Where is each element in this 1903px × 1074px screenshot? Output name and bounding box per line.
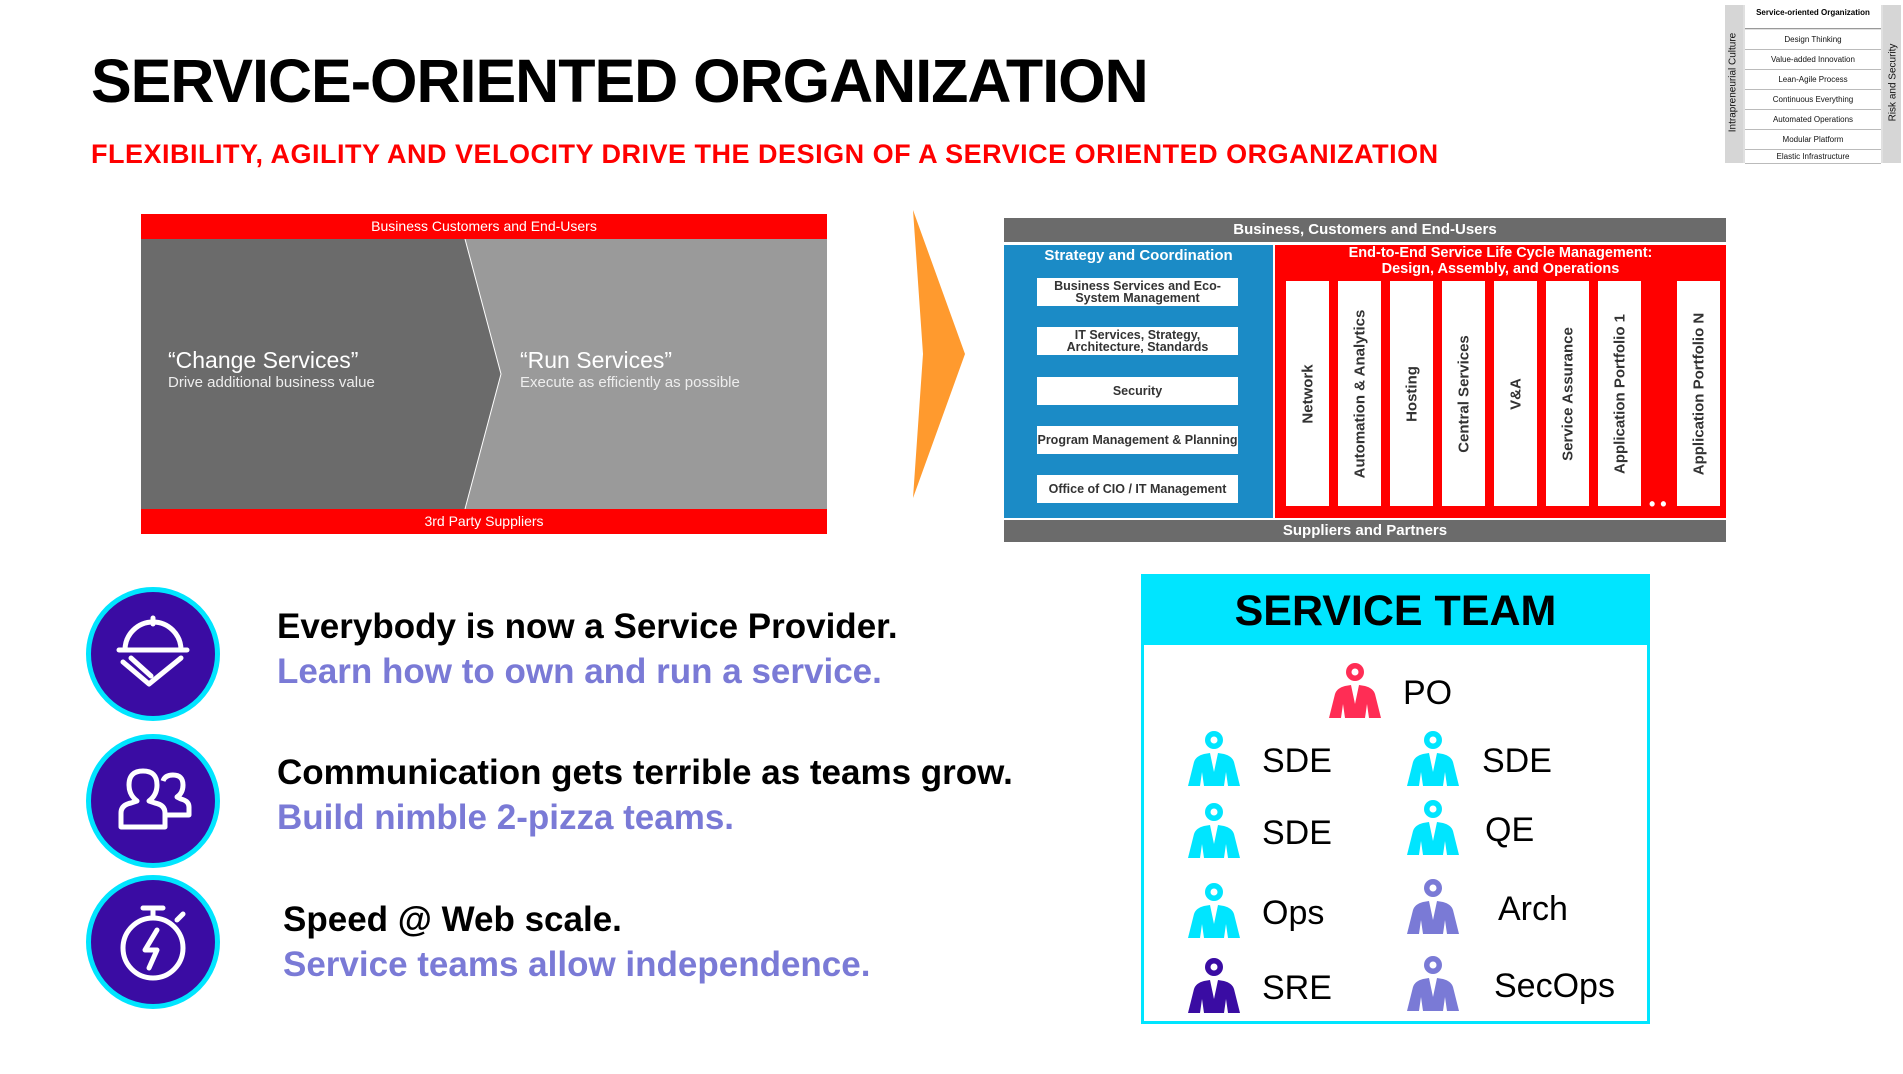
role-label: PO [1403, 674, 1453, 712]
mini-left-label: Intrapreneurial Culture [1727, 32, 1739, 133]
statement-1-sub: Learn how to own and run a service. [277, 652, 882, 691]
suppliers-bar: 3rd Party Suppliers [141, 509, 827, 534]
role-label: Arch [1498, 890, 1568, 928]
mini-row: Value-added Innovation [1745, 50, 1881, 70]
serving-cloche-icon [86, 587, 220, 721]
mini-row: Continuous Everything [1745, 90, 1881, 110]
qe-person-icon [1407, 800, 1459, 855]
stopwatch-lightning-icon [86, 875, 220, 1009]
change-services-title: “Change Services” [168, 347, 359, 373]
change-run-chevrons [141, 239, 827, 509]
mini-right-column [1883, 5, 1901, 163]
sde-person-icon [1407, 731, 1459, 786]
role-label: SDE [1482, 742, 1552, 780]
lifecycle-column: Hosting [1390, 281, 1433, 506]
arch-person-icon [1407, 879, 1459, 934]
suppliers-partners-bar: Suppliers and Partners [1004, 520, 1726, 542]
lifecycle-column: Automation & Analytics [1338, 281, 1381, 506]
role-label: SRE [1262, 969, 1332, 1007]
strategy-item: Office of CIO / IT Management [1037, 475, 1238, 503]
lifecycle-heading-line1: End-to-End Service Life Cycle Management… [1348, 245, 1653, 261]
ops-person-icon [1188, 883, 1240, 938]
mini-row: Lean-Agile Process [1745, 70, 1881, 90]
role-label: Ops [1262, 894, 1325, 932]
business-customers-bar: Business, Customers and End-Users [1004, 218, 1726, 242]
strategy-heading: Strategy and Coordination [1044, 247, 1233, 264]
service-team-title: SERVICE TEAM [1144, 577, 1647, 645]
lifecycle-heading-line2: Design, Assembly, and Operations [1381, 261, 1620, 277]
lifecycle-column: Service Assurance [1546, 281, 1589, 506]
mini-row: Modular Platform [1745, 130, 1881, 150]
run-services-subtitle: Execute as efficiently as possible [520, 374, 740, 391]
strategy-item: Security [1037, 377, 1238, 405]
mini-right-label: Risk and Security [1887, 43, 1899, 122]
statement-1-main: Everybody is now a Service Provider. [277, 607, 898, 646]
mini-header: Service-oriented Organization [1745, 5, 1881, 29]
lifecycle-column: Central Services [1442, 281, 1485, 506]
role-label: SDE [1262, 742, 1332, 780]
mini-left-column [1725, 5, 1743, 163]
change-services-subtitle: Drive additional business value [168, 374, 375, 391]
role-label: QE [1485, 811, 1535, 849]
service-team-panel [1141, 574, 1650, 1024]
lifecycle-column: V&A [1494, 281, 1537, 506]
lifecycle-column: Network [1286, 281, 1329, 506]
product-owner-person-icon [1329, 663, 1381, 718]
strategy-item: Business Services and Eco-System Managem… [1037, 278, 1238, 306]
page-subtitle: FLEXIBILITY, AGILITY AND VELOCITY DRIVE … [91, 139, 1439, 169]
statement-3-main: Speed @ Web scale. [283, 900, 622, 939]
sde-person-icon [1188, 803, 1240, 858]
secops-person-icon [1407, 956, 1459, 1011]
customers-bar: Business Customers and End-Users [141, 214, 827, 239]
statement-3-sub: Service teams allow independence. [283, 945, 871, 984]
run-services-title: “Run Services” [520, 347, 673, 373]
team-people-icon [86, 734, 220, 868]
transition-arrow-icon [913, 210, 965, 498]
lifecycle-column: Application Portfolio 1 [1598, 281, 1641, 506]
mini-row: Automated Operations [1745, 110, 1881, 130]
statement-2-main: Communication gets terrible as teams gro… [277, 753, 1013, 792]
page-title: SERVICE-ORIENTED ORGANIZATION [91, 47, 1149, 115]
lifecycle-column: Application Portfolio N [1677, 281, 1720, 506]
strategy-item: Program Management & Planning [1037, 426, 1238, 454]
mini-row: Elastic Infrastructure [1745, 150, 1881, 164]
mini-row: Design Thinking [1745, 30, 1881, 50]
role-label: SDE [1262, 814, 1332, 852]
mini-framework-diagram: Intrapreneurial Culture Risk and Securit… [1725, 5, 1901, 164]
statement-2-sub: Build nimble 2-pizza teams. [277, 798, 735, 837]
role-label: SecOps [1494, 967, 1615, 1005]
lifecycle-ellipsis: • • [1649, 494, 1667, 514]
strategy-item: IT Services, Strategy, Architecture, Sta… [1037, 327, 1238, 355]
sde-person-icon [1188, 731, 1240, 786]
sre-person-icon [1188, 958, 1240, 1013]
